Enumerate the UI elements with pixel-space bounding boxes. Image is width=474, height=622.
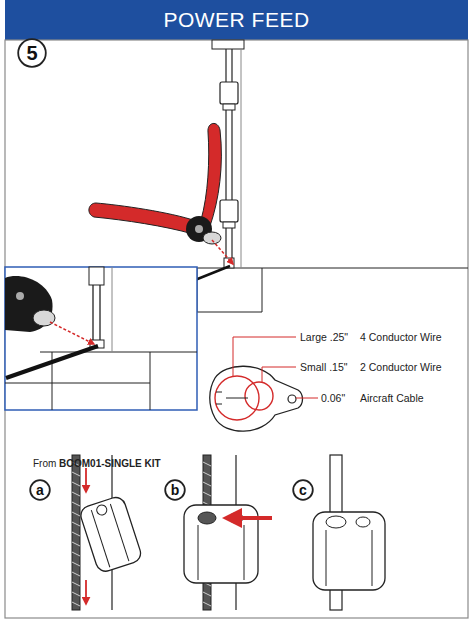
detail-inset: [5, 267, 197, 410]
step-number: a: [29, 479, 51, 501]
circle-shape: [165, 480, 185, 500]
step-label: a: [36, 482, 44, 498]
title-band: [5, 0, 468, 40]
wire-label: 4 Conductor Wire: [360, 331, 442, 343]
crimping-pliers: [89, 123, 233, 264]
step-label: b: [171, 482, 180, 498]
ceiling: [197, 268, 468, 312]
circle-shape: [293, 480, 313, 500]
step-label: c: [299, 482, 307, 498]
gripper-section: [210, 337, 318, 431]
page-frame: [5, 40, 468, 618]
size-label: Large .25": [300, 331, 348, 343]
page-title: POWER FEED: [5, 0, 468, 40]
step-number: b: [164, 479, 186, 501]
size-label: 0.06": [321, 392, 345, 404]
wire-label: 2 Conductor Wire: [360, 361, 442, 373]
source-note: From: [33, 458, 56, 470]
circle-shape: [18, 39, 46, 67]
step-panel-a: [72, 455, 143, 610]
wire-label: Aircraft Cable: [360, 392, 424, 404]
step-number: c: [292, 479, 314, 501]
step-panel-c: [313, 455, 385, 610]
kit-name: BOOM01-SINGLE KIT: [59, 458, 161, 470]
step-number: 5: [17, 38, 47, 68]
circle-shape: [30, 480, 50, 500]
size-label: Small .15": [300, 361, 348, 373]
step-label: 5: [26, 42, 37, 65]
step-panel-b: [184, 455, 272, 610]
